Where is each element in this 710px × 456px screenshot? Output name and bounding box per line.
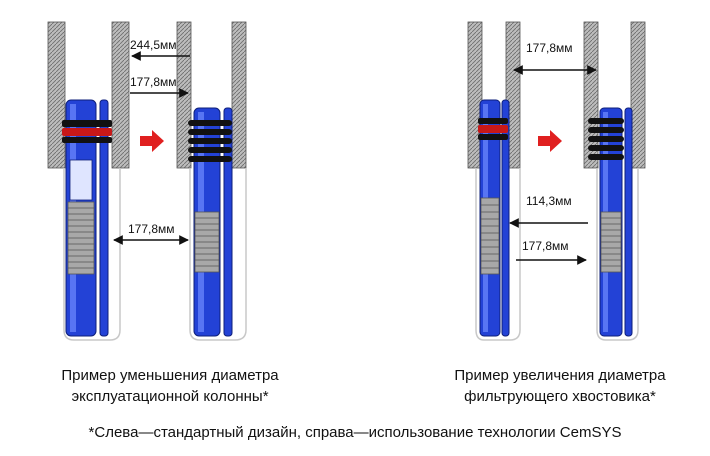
tool-cemsys-left <box>176 21 247 341</box>
right-caption-line2: фильтрующего хвостовика* <box>464 388 656 405</box>
packer-ring-bottom <box>478 134 508 140</box>
tool-cemsys-right <box>583 21 646 341</box>
mandrel-gap <box>69 159 93 201</box>
spring <box>194 211 220 273</box>
wellbore-outline <box>189 168 247 341</box>
left-caption-line2: эксплуатационной колонны* <box>71 388 269 405</box>
footnote: *Слева—стандартный дизайн, справа—исполь… <box>88 424 622 441</box>
side-tube <box>223 107 233 337</box>
dim-label-1143: 114,3мм <box>526 194 572 208</box>
dim-label-1778-top: 177,8мм <box>526 41 573 55</box>
casing-right-wall <box>231 21 247 169</box>
red-arrow-left <box>140 130 164 152</box>
dim-label-1778-bottom: 177,8мм <box>522 239 569 253</box>
spring <box>67 201 95 275</box>
packer-red <box>62 128 112 136</box>
side-tube <box>501 99 510 337</box>
spring <box>480 197 500 275</box>
outer-casing-left-wall <box>47 21 66 169</box>
wellbore-outline <box>596 168 639 341</box>
seal-stack <box>188 120 232 162</box>
spring <box>600 211 622 273</box>
left-caption: Пример уменьшения диаметра эксплуатацион… <box>20 365 320 407</box>
tool-standard-right <box>467 21 521 341</box>
dim-label-1778-top: 177,8мм <box>130 75 177 89</box>
left-panel: 244,5мм 177,8мм 177,8мм <box>47 21 247 341</box>
left-caption-line1: Пример уменьшения диаметра <box>61 367 279 384</box>
wellbore-outline <box>63 168 121 341</box>
packer-ring-top <box>62 120 112 127</box>
side-tube <box>624 107 633 337</box>
seal-stack <box>588 118 624 160</box>
packer-red <box>478 125 508 133</box>
right-caption-line1: Пример увеличения диаметра <box>454 367 666 384</box>
side-tube <box>99 99 109 337</box>
casing-right-wall <box>630 21 646 169</box>
right-panel: 177,8мм 114,3мм 177,8мм <box>467 21 646 341</box>
right-caption: Пример увеличения диаметра фильтрующего … <box>410 365 710 407</box>
red-arrow-right <box>538 130 562 152</box>
dim-label-1778-mid: 177,8мм <box>128 222 175 236</box>
casing-left-wall <box>176 21 192 169</box>
packer-ring-bottom <box>62 137 112 143</box>
tool-standard-left <box>47 21 130 341</box>
dim-label-244: 244,5мм <box>130 38 177 52</box>
outer-casing-right-wall <box>111 21 130 169</box>
packer-ring-top <box>478 118 508 124</box>
wellbore-outline <box>475 168 521 341</box>
